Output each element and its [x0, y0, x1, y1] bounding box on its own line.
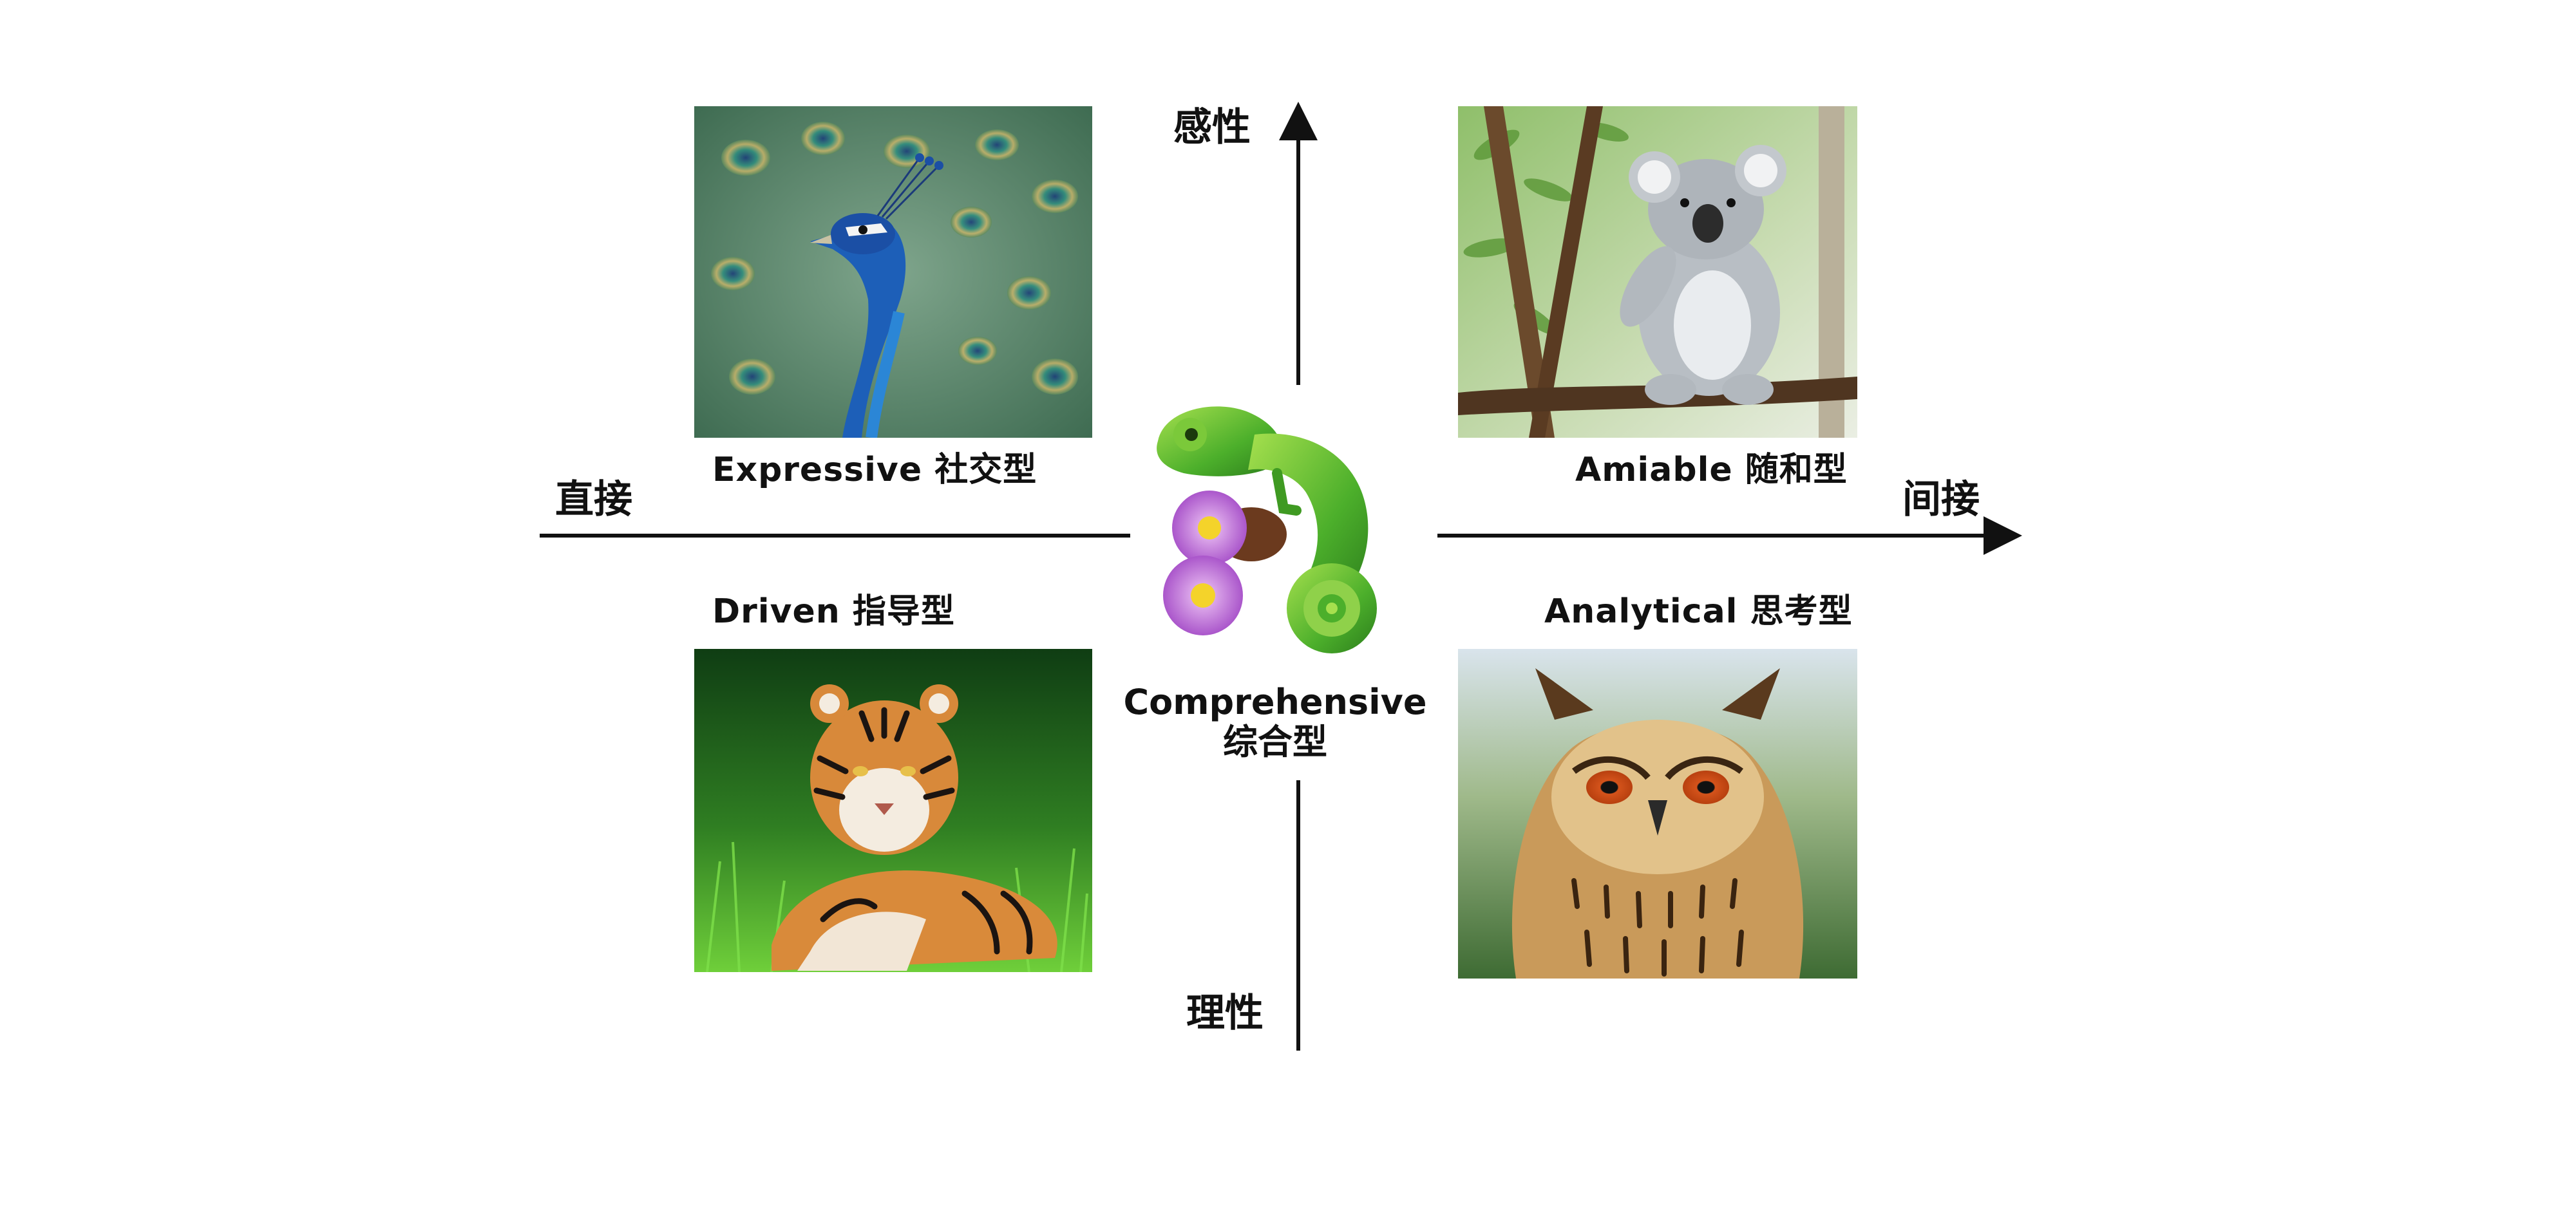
driven-label: Driven 指导型: [712, 592, 955, 631]
comprehensive-label-cn: 综合型: [1223, 722, 1327, 763]
amiable-label: Amiable 随和型: [1575, 451, 1848, 489]
comprehensive-label-en: Comprehensive: [1123, 682, 1427, 722]
analytical-label: Analytical 思考型: [1544, 592, 1853, 631]
koala-icon: [1458, 106, 1857, 438]
peacock-icon: [694, 106, 1092, 438]
tiger-icon: [694, 649, 1092, 972]
expressive-label: Expressive 社交型: [712, 451, 1037, 489]
owl-icon: [1458, 649, 1857, 979]
axis-label-right: 间接: [1902, 477, 1980, 522]
axis-label-bottom: 理性: [1186, 991, 1264, 1036]
comprehensive-caption: Comprehensive 综合型: [1121, 682, 1430, 762]
chameleon-icon: [1139, 396, 1421, 673]
axis-label-left: 直接: [555, 477, 632, 522]
axis-label-top: 感性: [1173, 105, 1251, 150]
